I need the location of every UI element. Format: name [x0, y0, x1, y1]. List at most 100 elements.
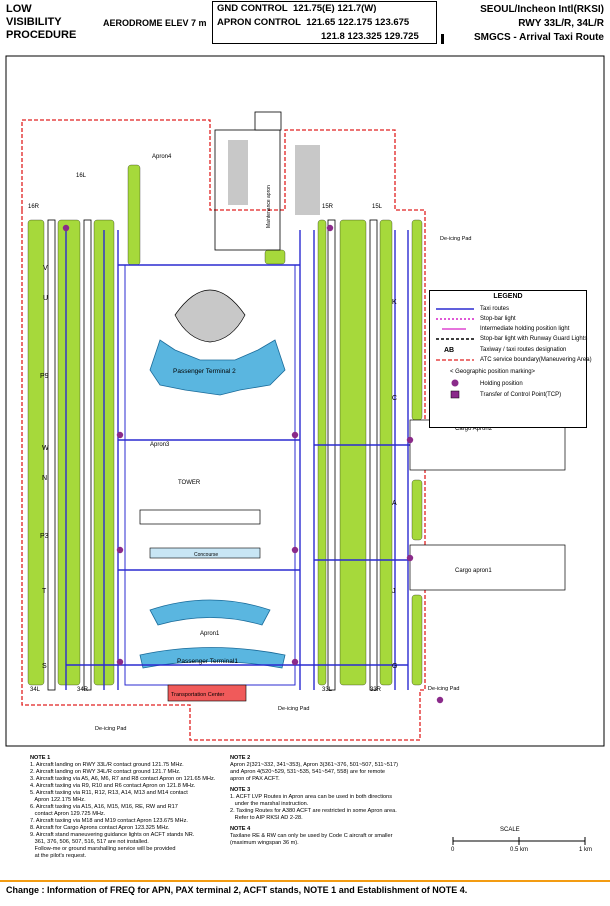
runways	[47, 219, 378, 691]
legend-stopbar-guard: Stop-bar light with Runway Guard Lights	[480, 336, 588, 342]
note1-line: 6. Aircraft taxiing via A15, A16, M15, M…	[30, 804, 178, 810]
legend-intermediate: Intermediate holding position light	[480, 326, 570, 332]
legend-tcp-square	[450, 390, 460, 399]
legend-symbols	[436, 308, 474, 399]
grass-strip	[379, 219, 393, 686]
holding-position-marker	[406, 436, 414, 444]
change-note: Change : Information of FREQ for APN, PA…	[0, 880, 610, 895]
grass-strip	[411, 594, 423, 686]
note1-line: 7. Aircraft taxiing via M18 and M19 cont…	[30, 818, 188, 824]
holding-position-marker	[62, 224, 70, 232]
note-4-title: NOTE 4	[230, 826, 251, 832]
terminal-1-pier	[149, 599, 271, 626]
label-pax-terminal1: Passenger Terminal1	[177, 658, 238, 665]
label-apron4: Apron4	[152, 154, 172, 160]
scale-zero: 0	[451, 847, 455, 853]
label-pax-terminal2: Passenger Terminal 2	[173, 368, 236, 375]
label-apron1: Apron1	[200, 631, 220, 637]
label-twy-g: G	[392, 663, 397, 670]
apron-values-1: 121.65 122.175 123.675	[306, 17, 410, 28]
note1-line: 3. Aircraft taxiing via A5, A6, M6, R7 a…	[30, 776, 216, 782]
holding-position-marker	[116, 658, 124, 666]
legend: LEGEND Taxi routes Stop-bar light Interm…	[429, 290, 592, 428]
runway-list: RWY 33L/R, 34L/R	[518, 18, 604, 29]
legend-holding: Holding position	[480, 381, 523, 387]
label-deicing-s: De-icing Pad	[278, 706, 310, 712]
label-rwy-33l: 33L	[322, 687, 333, 693]
note-3-lines: 1. ACFT LVP Routes in Apron area can be …	[230, 794, 450, 822]
note3-line: Refer to AIP RKSI AD 2-28.	[230, 815, 303, 821]
note-4-lines: Taxilane RE & RW can only be used by Cod…	[230, 833, 450, 847]
taxi-routes	[65, 230, 560, 690]
note1-line: Follow-me or ground marshalling service …	[30, 846, 176, 852]
label-twy-u: U	[43, 295, 48, 302]
label-cargo-apron2: Cargo Apron2	[455, 426, 493, 432]
runway-15r-33l	[327, 219, 336, 691]
frequency-box: GND CONTROL 121.75(E) 121.7(W) APRON CON…	[212, 1, 437, 44]
apron-values-2: 121.8 123.325 129.725	[321, 31, 419, 42]
label-twy-t: T	[42, 588, 47, 595]
legend-geographic: < Geographic position marking>	[450, 369, 536, 375]
terminal-2-body	[149, 339, 286, 396]
maintenance-apron	[214, 111, 320, 251]
note-1: NOTE 1 1. Aircraft landing on RWY 33L/R …	[30, 755, 230, 860]
header-marker	[441, 34, 444, 44]
note1-line: 4. Aircraft taxiing via R9, R10 and R6 c…	[30, 783, 196, 789]
label-twy-n: N	[42, 475, 47, 482]
legend-tcp: Transfer of Control Point(TCP)	[480, 392, 562, 398]
label-twy-p3: P3	[40, 533, 49, 540]
middle-building	[139, 509, 261, 525]
holding-position-marker	[406, 554, 414, 562]
runway-16l-34l	[47, 219, 56, 691]
label-rwy-33r: 33R	[370, 687, 382, 693]
note-2-lines: Apron 2(321~332, 341~353), Apron 3(361~3…	[230, 762, 450, 783]
maintenance-hangar-top	[254, 111, 282, 131]
hangar-building	[228, 140, 248, 205]
note2-line: apron of PAX ACFT.	[230, 776, 280, 782]
label-deicing-se: De-icing Pad	[428, 686, 460, 692]
procedure-line-3: PROCEDURE	[6, 29, 77, 41]
note-2-4: NOTE 2 Apron 2(321~332, 341~353), Apron …	[230, 755, 450, 847]
label-rwy-15r: 15R	[322, 204, 334, 210]
holding-position-marker	[116, 546, 124, 554]
legend-stopbar: Stop-bar light	[480, 316, 516, 322]
gnd-values: 121.75(E) 121.7(W)	[293, 3, 377, 14]
label-rwy-34l: 34L	[30, 687, 41, 693]
procedure-line-1: LOW	[6, 3, 32, 15]
scale-bar: SCALE 0 0.5 km 1 km	[445, 827, 605, 855]
label-rwy-16l: 16L	[76, 173, 87, 179]
chart-title: SMGCS - Arrival Taxi Route	[473, 32, 604, 43]
note-2-title: NOTE 2	[230, 755, 251, 761]
note1-line: 361, 376, 506, 507, 516, 517 are not ins…	[30, 839, 149, 845]
legend-taxi-routes: Taxi routes	[480, 306, 510, 312]
label-rwy-16r: 16R	[28, 204, 40, 210]
legend-holding-dot	[451, 379, 459, 387]
grass-strip	[57, 219, 81, 686]
note2-line: and Apron 4(520~529, 531~535, 541~547, 5…	[230, 769, 386, 775]
note-1-title: NOTE 1	[30, 755, 51, 761]
airport-name: SEOUL/Incheon Intl(RKSI)	[480, 4, 604, 15]
passenger-terminal-2	[149, 289, 286, 396]
legend-ab-symbol: AB	[444, 347, 455, 354]
grass-strip	[411, 479, 423, 541]
terminal-1-main	[139, 647, 286, 669]
hangar-building-east	[295, 145, 320, 215]
holding-position-marker	[436, 696, 444, 704]
procedure-title: LOW VISIBILITY PROCEDURE	[6, 3, 76, 42]
grass-strip	[339, 219, 367, 686]
label-deicing-ne: De-icing Pad	[440, 236, 472, 242]
note2-line: Apron 2(321~332, 341~353), Apron 3(361~3…	[230, 762, 399, 768]
note3-line: 2. Taxiing Routes for A380 ACFT are rest…	[230, 808, 397, 814]
grass-strip	[27, 219, 45, 686]
label-rwy-34r: 34R	[77, 687, 89, 693]
terminal-2-roof	[174, 289, 246, 343]
holding-position-marker	[291, 546, 299, 554]
note4-line: Taxilane RE & RW can only be used by Cod…	[230, 833, 393, 839]
label-twy-a: A	[392, 500, 397, 507]
transportation-center-building	[167, 684, 247, 702]
label-twy-j: J	[392, 588, 396, 595]
legend-designation: Taxiway / taxi routes designation	[480, 347, 567, 353]
runway-15l-33r	[369, 219, 378, 691]
maintenance-apron-outline	[214, 129, 281, 251]
cargo-apron-1	[409, 544, 566, 591]
